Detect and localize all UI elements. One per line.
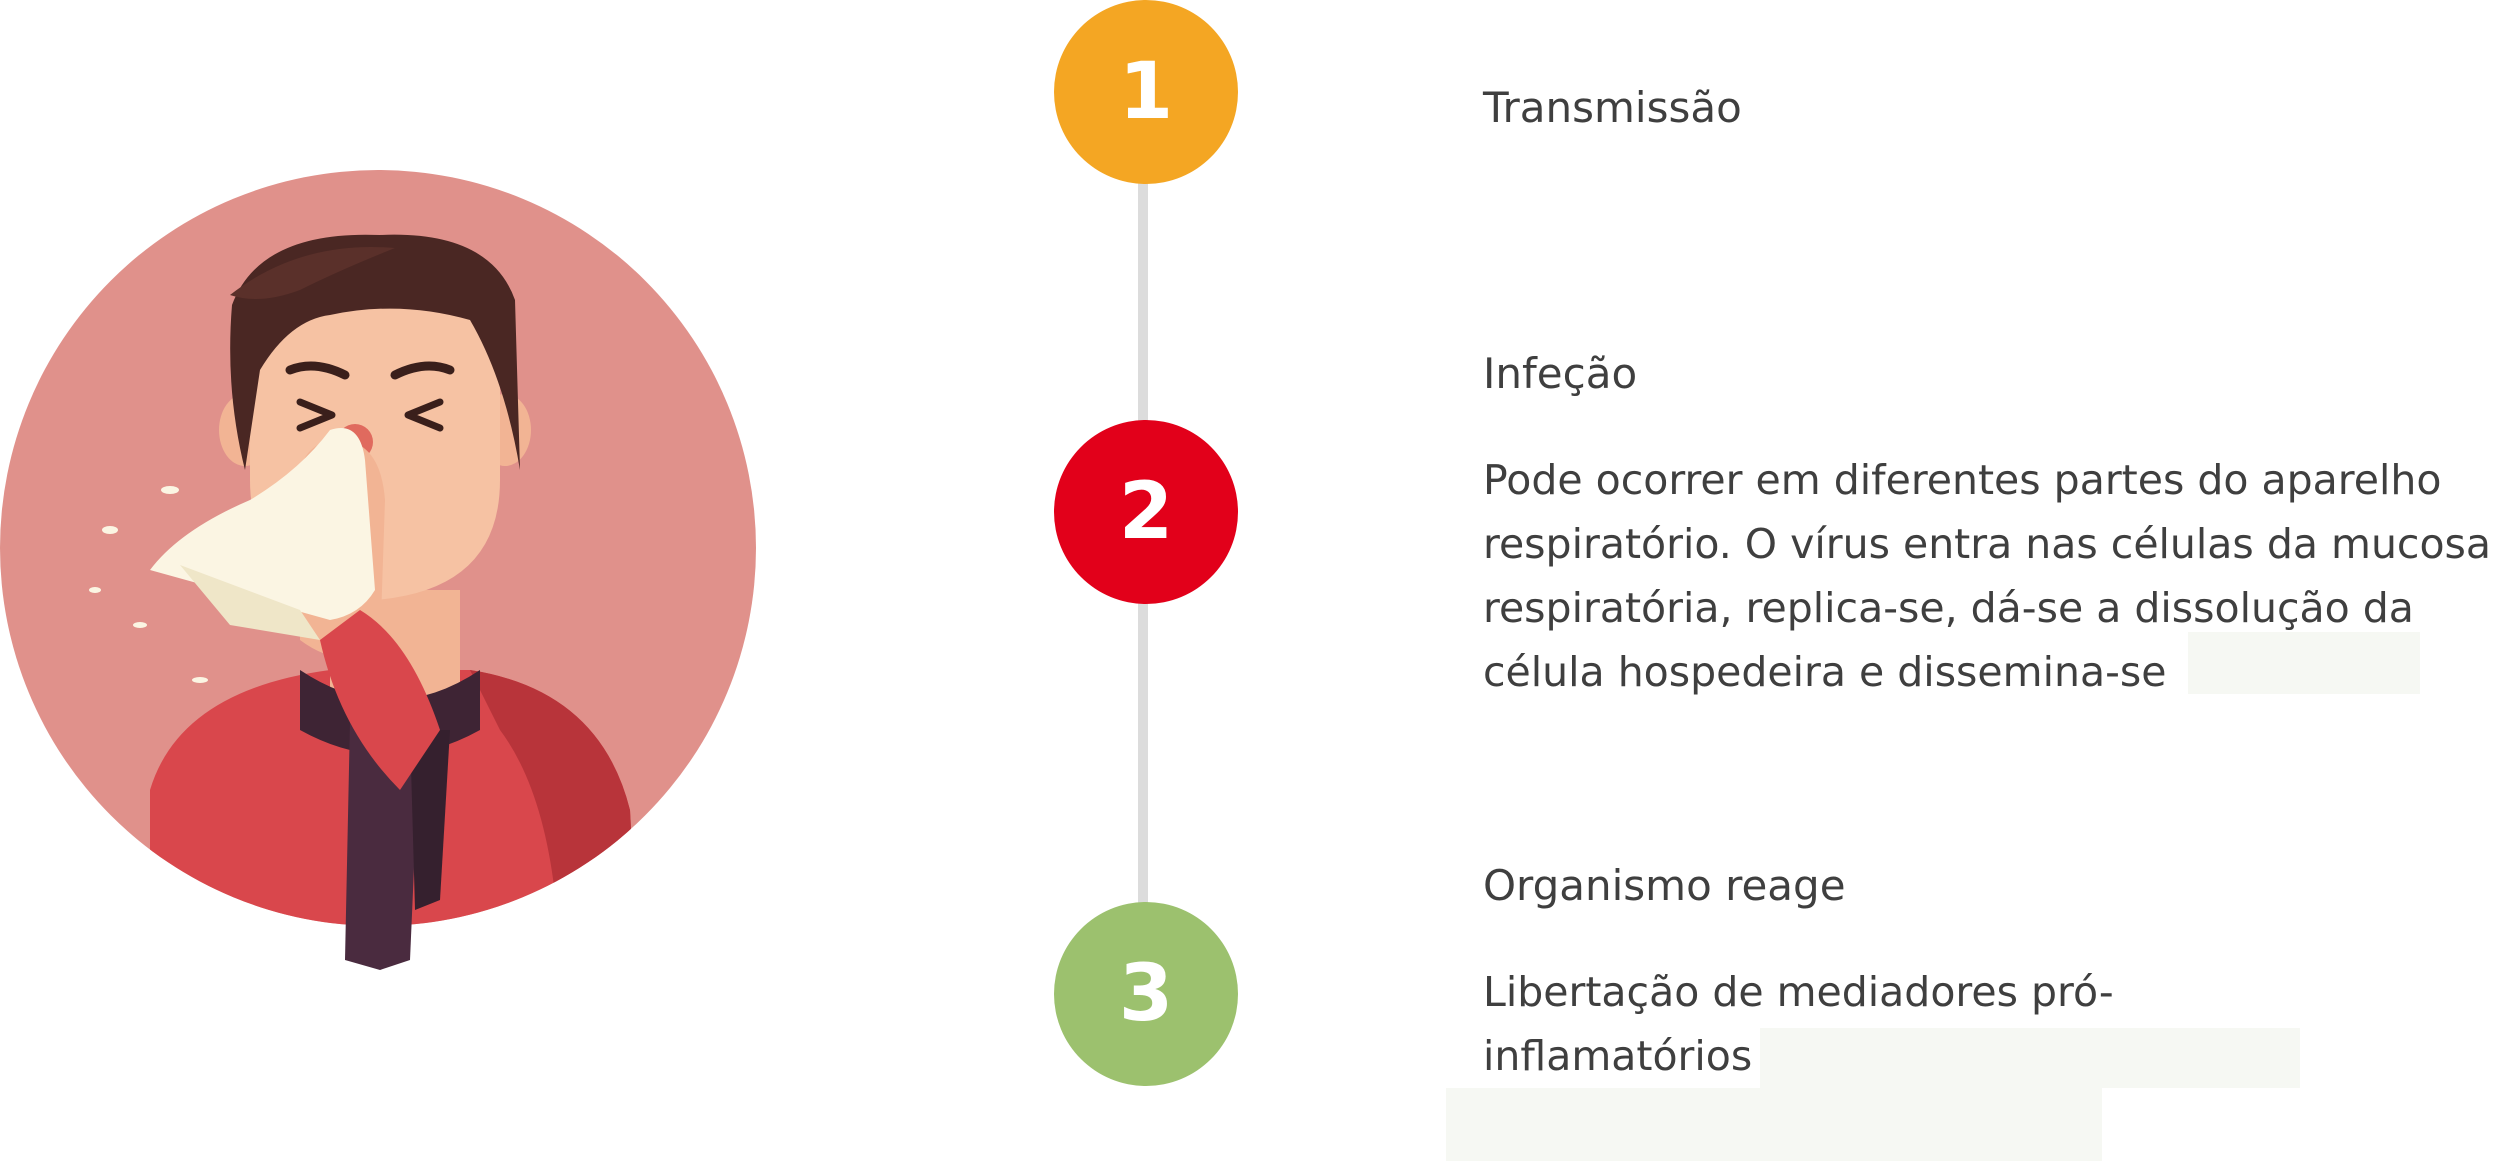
step-3-number: 3 [1118, 949, 1174, 1039]
step-3-number-circle: 3 [1054, 902, 1238, 1086]
step-2-number: 2 [1118, 467, 1174, 557]
text-highlight [1760, 1028, 2300, 1088]
step-2-number-circle: 2 [1054, 420, 1238, 604]
step-2-description: Pode ocorrer em diferentes partes do apa… [1483, 456, 2492, 696]
text-highlight [1446, 1088, 2102, 1161]
step-3-title: Organismo reage [1483, 861, 1846, 910]
step-1-number: 1 [1118, 47, 1174, 137]
step-3-description: Libertação de mediadores pró-inflamatóri… [1483, 968, 2114, 1080]
step-1-number-circle: 1 [1054, 0, 1238, 184]
sneezing-person-icon [0, 170, 756, 970]
step-1-title: Transmissão [1483, 83, 1742, 132]
text-highlight [2188, 632, 2420, 694]
step-2-title: Infeção [1483, 349, 1638, 398]
